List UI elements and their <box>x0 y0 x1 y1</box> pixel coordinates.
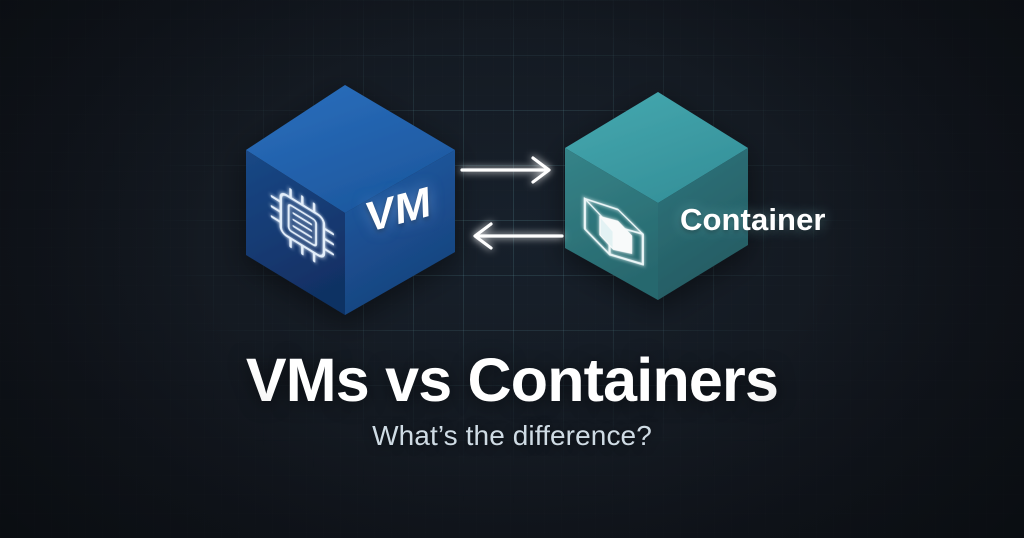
container-cube-label: Container <box>680 202 826 237</box>
page-title: VMs vs Containers <box>245 346 779 414</box>
page-subtitle: What’s the difference? <box>372 420 652 451</box>
